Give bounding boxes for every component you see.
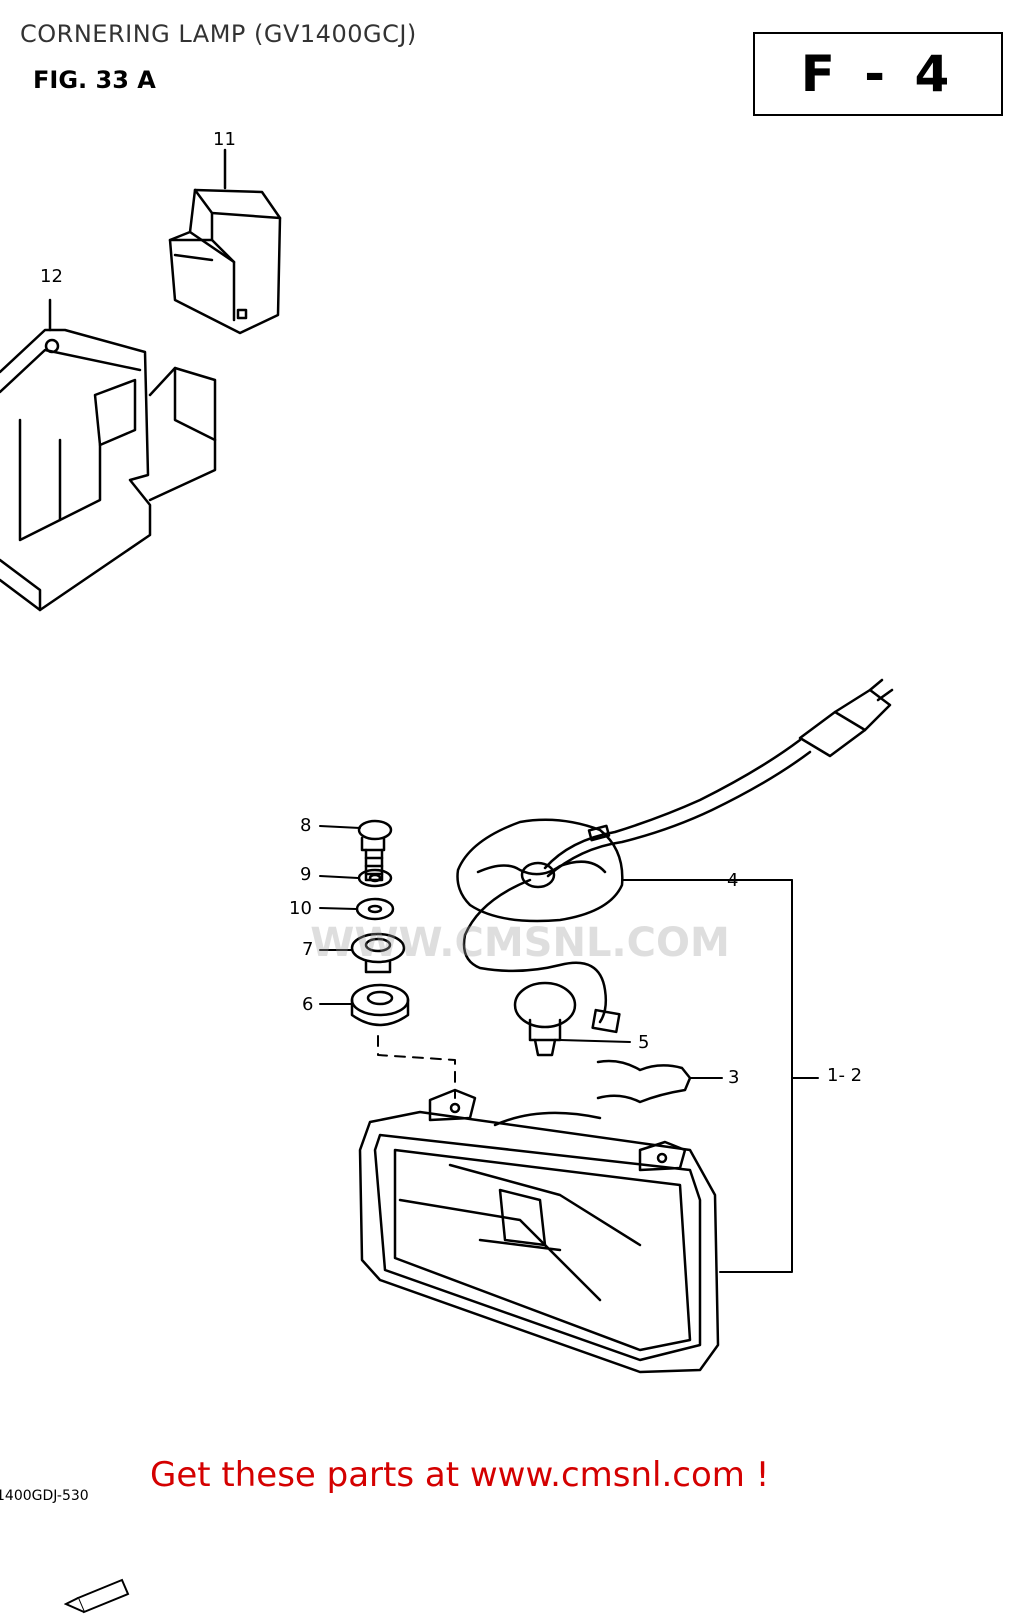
callout-7: 7 [302, 939, 314, 960]
parts-diagram [0, 148, 894, 1374]
watermark: WWW.CMSNL.COM [310, 920, 730, 966]
callout-3: 3 [728, 1067, 740, 1088]
socket-harness-part [456, 678, 894, 1034]
callout-6: 6 [302, 994, 314, 1015]
section-code-box: F - 4 [753, 32, 1003, 116]
washer-part [319, 868, 393, 888]
callout-10: 10 [289, 898, 312, 919]
callout-11: 11 [213, 129, 236, 150]
callout-12: 12 [40, 266, 63, 287]
lamp-housing-part [358, 1088, 720, 1374]
page-code: 1400GDJ-530 [0, 1488, 89, 1504]
relay-part [168, 148, 282, 335]
callout-8: 8 [300, 815, 312, 836]
page-title: CORNERING LAMP (GV1400GCJ) [20, 20, 417, 48]
callout-4: 4 [727, 870, 739, 891]
figure-label: FIG. 33 A [33, 66, 156, 94]
get-parts-link[interactable]: Get these parts at www.cmsnl.com ! [150, 1455, 770, 1495]
callout-1-2: 1- 2 [827, 1065, 863, 1086]
bushing-part [319, 932, 406, 974]
callout-9: 9 [300, 864, 312, 885]
spring-clip-part [596, 1059, 723, 1104]
bracket-part [0, 298, 217, 612]
fwd-arrow [64, 1578, 130, 1614]
grommet-part [319, 983, 456, 1099]
assembly-bracket-line [719, 879, 819, 1273]
bulb-part [513, 981, 631, 1057]
callout-5: 5 [638, 1032, 650, 1053]
washer-part-2 [319, 897, 395, 921]
